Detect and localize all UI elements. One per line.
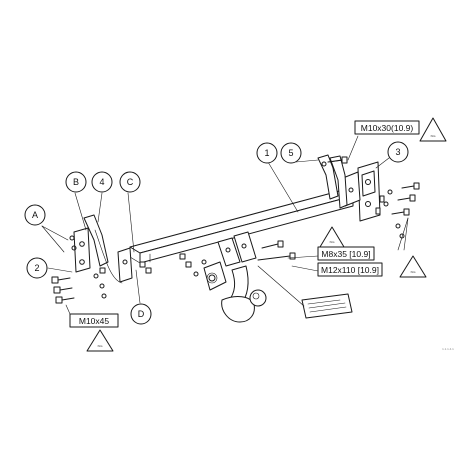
center-hanger-plates [217,231,257,267]
callout-3-label: 3 [395,147,400,157]
callout-4: 4 [91,171,113,193]
spec-box-bottom-left: M10x45 [69,313,119,328]
spec-box-top-right: M10x30(10.9) [354,120,420,135]
torque-warning-icon-right: Nm [399,255,427,278]
spec-bottom-left-text: M10x45 [79,316,110,326]
torque-label-4: Nm [98,344,103,348]
torque-label-2: Nm [330,240,335,244]
spec-mid-lower-text: M12x110 [10.9] [321,265,379,275]
callout-A: A [24,204,46,226]
callout-1-label: 1 [264,148,269,158]
spec-top-right-text: M10x30(10.9) [361,123,414,133]
spec-box-mid-upper: M8x35 [10.9] [317,246,375,261]
callout-D: D [130,303,152,325]
callout-B: B [65,171,87,193]
torque-label-3: Nm [411,270,416,274]
callout-4-label: 4 [99,177,104,187]
callout-5: 5 [280,142,302,164]
spec-mid-upper-text: M8x35 [10.9] [321,249,370,259]
cross-beam [129,189,354,264]
callout-B-label: B [73,177,79,187]
spec-box-mid-lower: M12x110 [10.9] [317,262,383,277]
fastener-set-right [327,156,420,239]
callout-1: 1 [256,142,278,164]
tow-ball-neck [221,265,267,323]
label-plate [301,293,353,319]
callout-C: C [119,171,141,193]
torque-warning-icon-top-right: Nm [419,117,447,142]
torque-warning-icon-bottom-left: Nm [86,329,114,352]
callout-5-label: 5 [288,148,293,158]
callout-2-label: 2 [34,263,39,273]
callout-A-label: A [32,210,38,220]
right-side-bracket [342,161,381,222]
callout-C-label: C [127,177,134,187]
fastener-set-center [179,240,296,277]
callout-3: 3 [387,141,409,163]
left-side-bracket [73,214,133,284]
torque-label-1: Nm [431,134,436,138]
callout-D-label: D [138,309,145,319]
callout-2: 2 [26,257,48,279]
corner-code: 1.1.1.4.1 [442,347,454,351]
leader-lines [41,135,409,315]
fastener-set-left [51,235,152,304]
socket-bracket [203,261,227,291]
torque-warning-icon-mid-upper: Nm [319,226,345,248]
